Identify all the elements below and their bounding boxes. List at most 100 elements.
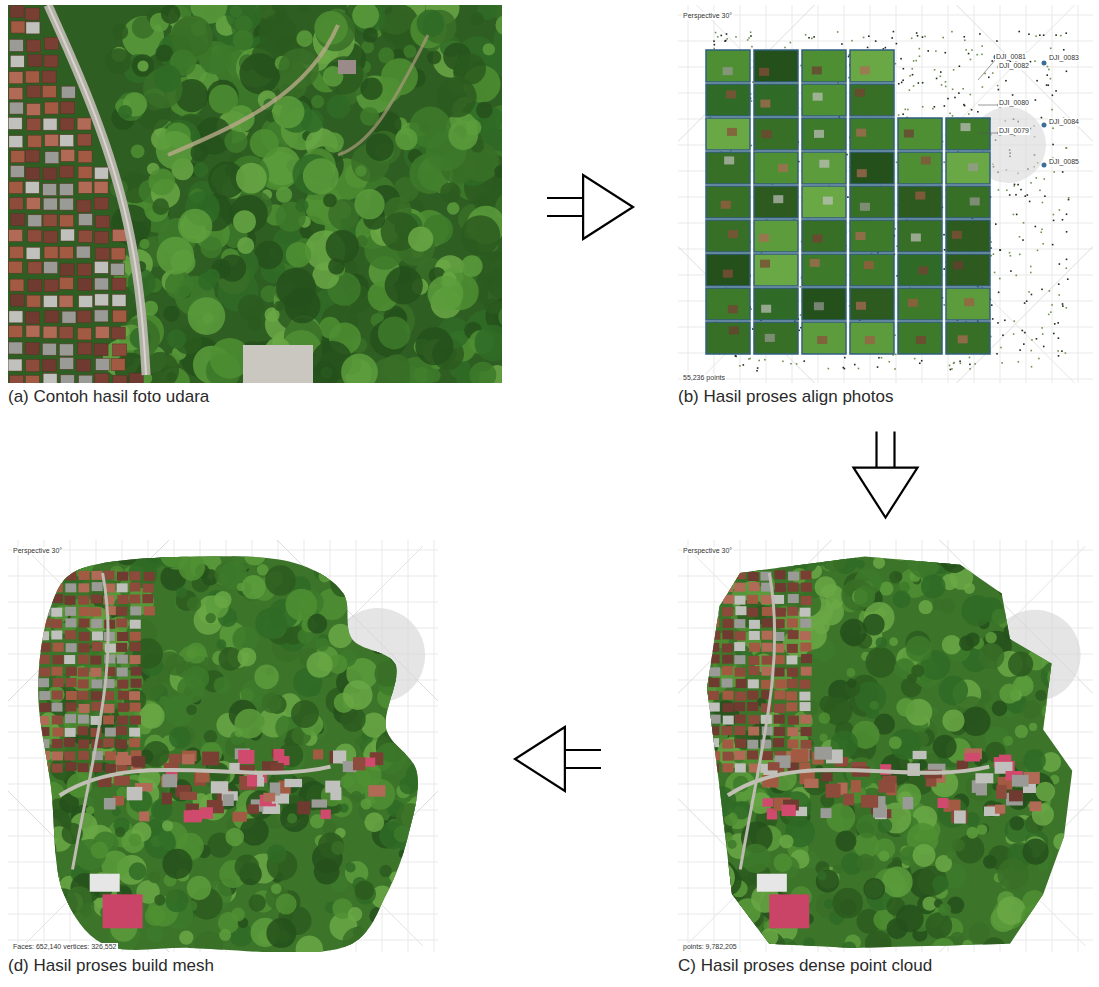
tree-crown — [418, 581, 438, 601]
tree-crown — [378, 317, 411, 350]
tree-crown — [226, 5, 262, 32]
house-roof — [77, 134, 91, 146]
house-roof — [27, 118, 41, 130]
tie-point — [828, 368, 830, 370]
tie-point — [1043, 346, 1045, 348]
tree-crown — [15, 779, 27, 791]
tie-point — [735, 36, 737, 38]
tie-point — [757, 367, 759, 369]
tie-point — [1054, 323, 1056, 325]
tie-point — [1030, 272, 1032, 274]
tie-point — [1062, 171, 1064, 173]
thumbnail-detail — [760, 260, 770, 268]
tree-crown — [413, 731, 438, 760]
tie-point — [913, 85, 915, 87]
tie-point — [1043, 178, 1045, 180]
tree-crown — [417, 10, 445, 38]
tree-crown — [239, 53, 280, 94]
tie-point — [1023, 222, 1025, 224]
tie-point — [945, 81, 947, 83]
tie-point — [963, 36, 965, 38]
tie-point — [997, 85, 999, 87]
house-roof — [95, 294, 109, 306]
tie-point — [1068, 199, 1070, 201]
tie-point — [1041, 117, 1043, 119]
tree-crown — [8, 803, 19, 817]
tie-point — [952, 115, 954, 117]
tie-point — [898, 114, 900, 116]
tree-crown — [286, 242, 311, 267]
photo-thumbnail — [754, 288, 798, 320]
house-roof — [76, 246, 90, 258]
tie-point — [1037, 250, 1039, 252]
tree-crown — [112, 24, 128, 40]
tie-point — [1046, 74, 1048, 76]
house-roof — [11, 21, 25, 33]
tie-point — [726, 33, 728, 35]
house-roof — [9, 72, 23, 84]
tree-crown — [224, 130, 247, 153]
house-roof — [26, 22, 40, 34]
house-roof — [42, 359, 56, 371]
tree-crown — [146, 925, 164, 943]
camera-marker — [1042, 123, 1047, 128]
tie-point — [999, 249, 1001, 251]
thumbnail-detail — [958, 335, 968, 343]
thumbnail-detail — [864, 261, 874, 269]
house-roof — [43, 295, 57, 307]
tree-crown — [485, 298, 501, 314]
tie-point — [1023, 343, 1025, 345]
thumbnail-detail — [810, 259, 820, 267]
tie-point — [958, 92, 960, 94]
house-roof — [94, 261, 108, 273]
tie-point — [881, 357, 883, 359]
house-roof — [25, 71, 39, 83]
hut-roof — [338, 60, 356, 74]
tree-crown — [259, 14, 297, 52]
house-roof — [61, 229, 75, 241]
tie-point — [717, 36, 719, 38]
photo-thumbnail — [754, 254, 798, 286]
photo-thumbnail — [898, 288, 942, 320]
tie-point — [796, 363, 798, 365]
tree-crown — [33, 865, 60, 892]
tree-crown — [229, 195, 267, 233]
tie-point — [1005, 80, 1007, 82]
tree-crown — [352, 5, 379, 29]
photo-thumbnail — [850, 254, 894, 286]
tree-crown — [415, 327, 453, 365]
house-roof — [94, 167, 108, 179]
house-roof — [44, 38, 58, 50]
tie-point — [909, 75, 911, 77]
tie-point — [1058, 294, 1060, 296]
house-roof — [9, 198, 23, 210]
tree-crown — [461, 255, 483, 277]
tie-point — [1065, 267, 1067, 269]
tie-point — [918, 82, 920, 84]
photo-thumbnail — [850, 322, 894, 354]
tie-point — [968, 53, 970, 55]
tie-point — [936, 78, 938, 80]
tie-point — [1010, 270, 1012, 272]
tie-point — [993, 253, 995, 255]
photo-thumbnail — [706, 288, 750, 320]
tie-point — [1047, 66, 1049, 68]
tie-point — [947, 98, 949, 100]
tie-point — [854, 364, 856, 366]
tree-crown — [359, 549, 377, 567]
tree-crown — [323, 132, 344, 153]
tie-point — [922, 106, 924, 108]
software-viewport — [678, 5, 1093, 383]
house-roof — [78, 279, 92, 291]
house-roof — [96, 248, 110, 260]
tie-point — [934, 106, 936, 108]
tree-crown — [370, 610, 379, 619]
viewport-ground — [8, 540, 438, 952]
photo-thumbnail — [802, 254, 846, 286]
house-roof — [113, 310, 127, 322]
tree-crown — [494, 165, 502, 178]
house-roof — [8, 117, 22, 129]
tie-point — [944, 249, 946, 251]
tree-crown — [17, 917, 26, 926]
tie-point — [942, 37, 944, 39]
